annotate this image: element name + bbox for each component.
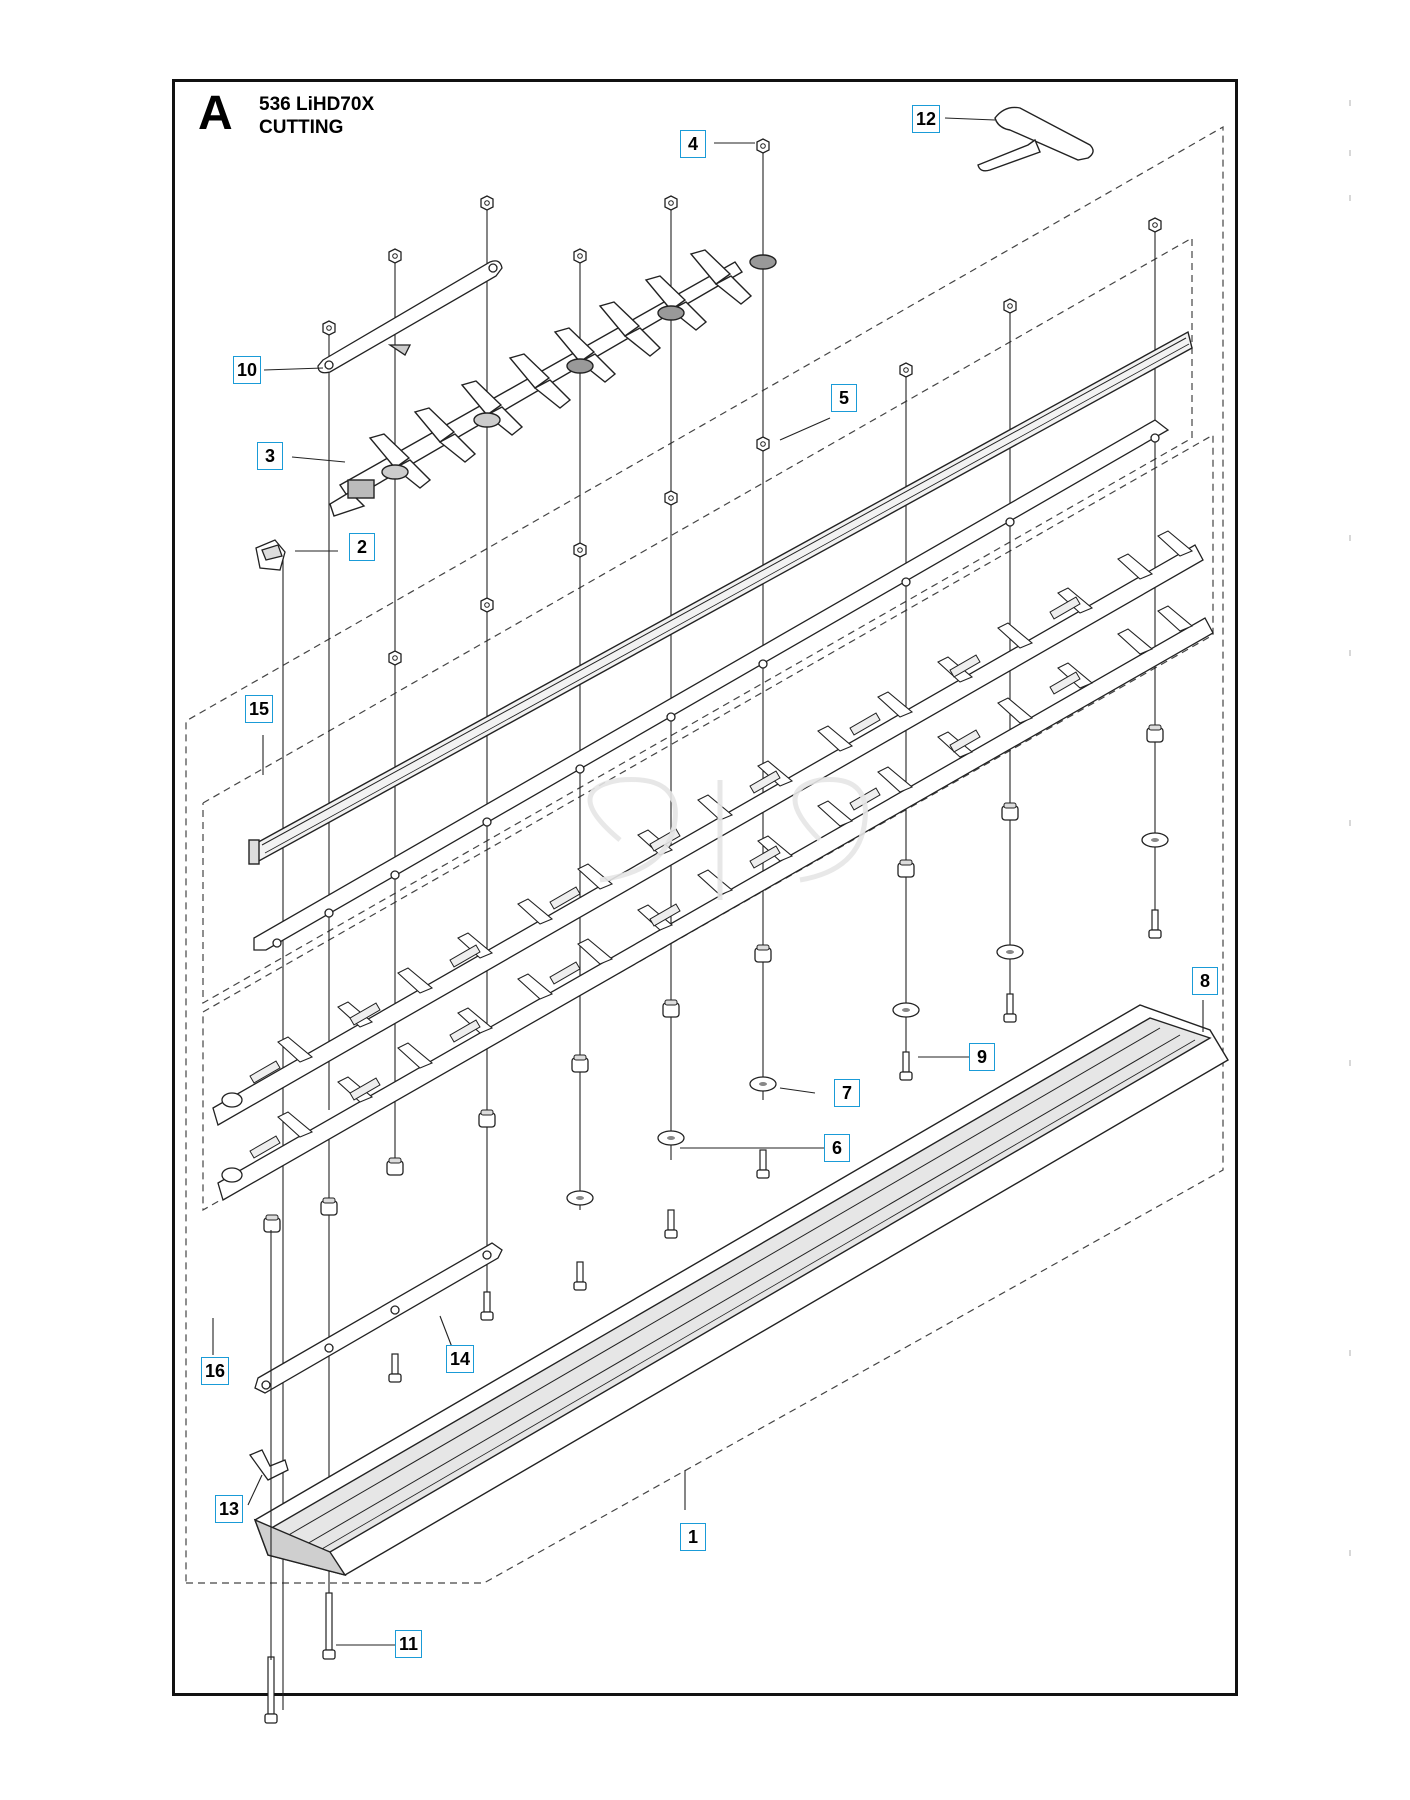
- callout-8-main-bar[interactable]: 8: [1192, 967, 1218, 995]
- leader-lines: [212, 117, 1204, 1646]
- callout-16-blade-group[interactable]: 16: [201, 1357, 230, 1385]
- link-plate: [317, 260, 503, 374]
- callout-3-upper-blade[interactable]: 3: [257, 442, 283, 470]
- upper-blade: [329, 249, 777, 517]
- outline-upper-assembly: [202, 236, 1193, 1005]
- section-letter: A: [198, 87, 233, 140]
- guard-clip-lower: [248, 1449, 289, 1481]
- edge-mark: [1349, 820, 1351, 826]
- washers: [566, 832, 1169, 1206]
- lower-blades: [212, 530, 1214, 1201]
- callout-14-bottom-plate[interactable]: 14: [446, 1345, 475, 1373]
- model-title: 536 LiHD70X: [259, 94, 375, 115]
- callout-6-bolt[interactable]: 6: [824, 1134, 850, 1162]
- callout-12-t-wrench[interactable]: 12: [912, 105, 941, 133]
- edge-mark: [1349, 1060, 1351, 1066]
- callout-10-link-plate[interactable]: 10: [233, 356, 262, 384]
- group-outlines: [185, 125, 1224, 1584]
- edge-mark: [1349, 150, 1351, 156]
- flat-plate: [253, 419, 1170, 951]
- edge-mark: [1349, 650, 1351, 656]
- edge-mark: [1349, 195, 1351, 201]
- main-bar: [253, 1004, 1229, 1577]
- assembly-title: CUTTING: [259, 117, 344, 138]
- callout-9-bolt[interactable]: 9: [969, 1043, 995, 1071]
- watermark: [587, 777, 868, 900]
- callout-15-rail-group[interactable]: 15: [245, 695, 274, 723]
- callout-13-guard-clip[interactable]: 13: [215, 1495, 244, 1523]
- edge-mark: [1349, 1350, 1351, 1356]
- edge-mark: [1349, 1550, 1351, 1556]
- callout-11-long-bolt[interactable]: 11: [395, 1630, 423, 1658]
- t-wrench: [977, 106, 1094, 172]
- edge-mark: [1349, 535, 1351, 541]
- callout-2-guard-clip[interactable]: 2: [349, 533, 375, 561]
- assembly-axes: [282, 142, 1156, 1710]
- guard-clip-upper: [255, 539, 286, 571]
- edge-mark: [1349, 100, 1351, 106]
- callout-1-bar[interactable]: 1: [680, 1523, 706, 1551]
- guide-rail: [248, 330, 1193, 865]
- callout-5-nut[interactable]: 5: [831, 384, 857, 412]
- callout-7-washer[interactable]: 7: [834, 1079, 860, 1107]
- callout-4-nut[interactable]: 4: [680, 130, 706, 158]
- bottom-plate: [254, 1242, 503, 1394]
